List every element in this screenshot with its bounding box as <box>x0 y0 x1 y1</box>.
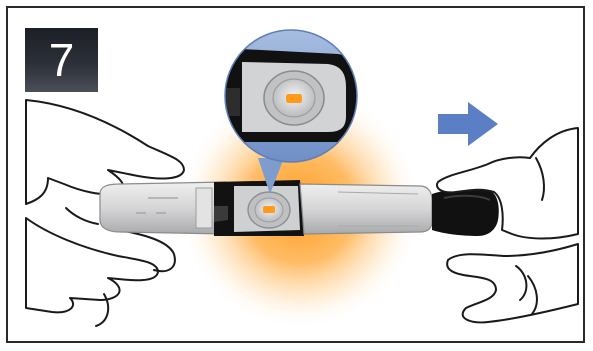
magnifier-callout <box>224 29 358 163</box>
magnified-indicator <box>286 94 302 103</box>
indicator-window <box>263 206 275 213</box>
hand-holding-icon <box>25 99 185 327</box>
arrow-right-icon <box>438 102 498 146</box>
illustration-frame: 7 <box>6 6 585 343</box>
lancing-device <box>99 180 499 236</box>
hand-pulling-icon <box>436 127 579 324</box>
lancing-device-illustration <box>25 29 579 330</box>
magnifier-pointer <box>258 158 284 194</box>
step-number-badge: 7 <box>25 28 98 92</box>
